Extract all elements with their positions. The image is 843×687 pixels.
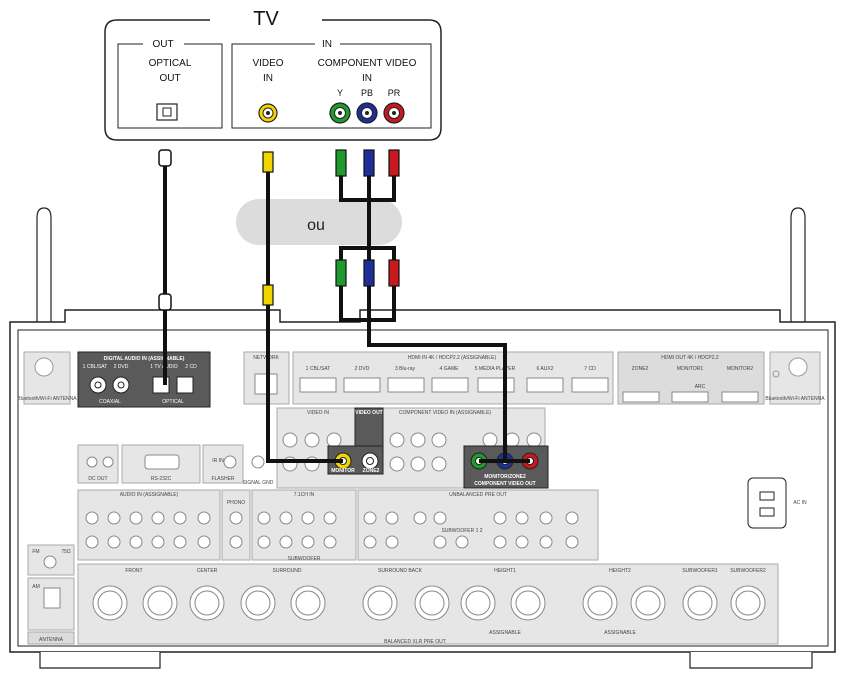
optical-label-1: OPTICAL: [149, 58, 192, 69]
antenna-right: [790, 207, 806, 351]
pr-label: PR: [388, 88, 401, 98]
hdmi-out-label: HDMI OUT 4K / HDCP2.2: [661, 355, 719, 361]
unbalanced-pre-out-label: UNBALANCED PRE OUT: [449, 492, 507, 498]
hdmi-in-5: 5 MEDIA PLAYER: [475, 366, 516, 372]
video-in-jacks: [282, 432, 542, 472]
zone2-label: ZONE2: [363, 468, 380, 474]
tv-title: TV: [253, 8, 279, 30]
tv-component-pr-jack: [383, 102, 405, 124]
xlr-height1-label: HEIGHT1: [494, 568, 516, 574]
video-in-label-2: IN: [263, 73, 273, 84]
hdmi-in-7: 7 CD: [584, 366, 596, 372]
video-cable: [262, 151, 343, 463]
video-out-label: VIDEO OUT: [355, 410, 383, 416]
tv-component-y-jack: [329, 102, 351, 124]
hdmi-out-3: MONITOR2: [727, 366, 754, 372]
foot-right: [689, 652, 813, 669]
subwoofer-label: SUBWOOFER: [288, 556, 321, 562]
tv-panel: TV OUT OPTICAL OUT IN VIDEO IN COMPONENT…: [104, 8, 442, 141]
arc-label: ARC: [695, 384, 706, 390]
hdmi-in-2: 2 DVD: [355, 366, 370, 372]
antenna-label: ANTENNA: [39, 637, 64, 643]
pb-label: PB: [361, 88, 373, 98]
optical-label-2: OUT: [159, 73, 180, 84]
antenna-left: [36, 207, 52, 351]
foot-left: [39, 652, 161, 669]
hdmi-in-3: 3 Blu-ray: [395, 366, 416, 372]
hdmi-in-6: 6 AUX2: [537, 366, 554, 372]
audio-in-label: AUDIO IN (ASSIGNABLE): [120, 492, 179, 498]
xlr-center-label: CENTER: [197, 568, 218, 574]
monitor-label: MONITOR: [331, 468, 355, 474]
hdmi-in-ports: 1 CBL/SAT 2 DVD 3 Blu-ray 4 GAME 5 MEDIA…: [299, 366, 609, 393]
flasher-label: FLASHER: [211, 476, 234, 482]
rca-jacks-grid: [85, 511, 579, 549]
xlr-connectors: [92, 585, 766, 621]
ac-in-label: AC IN: [793, 500, 807, 506]
optical-port-label: OPTICAL: [162, 399, 184, 405]
video-in-label-1: VIDEO: [252, 58, 283, 69]
separator-text: ou: [307, 217, 325, 234]
ir-in-label: IR IN: [212, 458, 224, 464]
digital-audio-in-panel: DIGITAL AUDIO IN (ASSIGNABLE) 1 CBL/SAT …: [77, 351, 211, 408]
balanced-xlr-pre-out-label: BALANCED XLR PRE OUT: [384, 639, 446, 645]
receiver-rear-panel: Bluetooth/Wi-Fi ANTENNA Bluetooth/Wi-Fi …: [9, 207, 836, 669]
video-in-receiver-label: VIDEO IN: [307, 410, 329, 416]
component-video-in-label: COMPONENT VIDEO IN (ASSIGNABLE): [399, 410, 491, 416]
in-group-label: IN: [322, 39, 332, 50]
component-label-2: IN: [362, 73, 372, 84]
optical-cable: [158, 149, 172, 385]
fm-ohm-label: 75Ω: [61, 549, 71, 555]
component-cable: [335, 149, 530, 463]
digital-in-2: 2 DVD: [114, 364, 129, 370]
dc-out-label: DC OUT: [88, 476, 107, 482]
phono-label: PHONO: [227, 500, 245, 506]
hdmi-out-1: ZONE2: [632, 366, 649, 372]
tv-video-in-jack: [258, 103, 278, 123]
antenna-right-label: Bluetooth/Wi-Fi ANTENNA: [765, 396, 825, 402]
out-group-label: OUT: [152, 39, 173, 50]
component-video-out-label: COMPONENT VIDEO OUT: [474, 481, 535, 487]
hdmi-in-label: HDMI IN 4K / HDCP2.2 (ASSIGNABLE): [408, 355, 497, 361]
rs232c-label: RS-232C: [151, 476, 172, 482]
hdmi-out-2: MONITOR1: [677, 366, 704, 372]
assignable-label-1: ASSIGNABLE: [489, 630, 521, 636]
component-label-1: COMPONENT VIDEO: [318, 58, 417, 69]
subwoofer12-label: SUBWOOFER 1 2: [441, 528, 482, 534]
hdmi-in-4: 4 GAME: [440, 366, 460, 372]
assignable-label-2: ASSIGNABLE: [604, 630, 636, 636]
signal-gnd-label: SIGNAL GND: [243, 480, 274, 486]
monitor-zone2-label: MONITOR/ZONE2: [484, 474, 526, 480]
digital-in-4: 2 CD: [185, 364, 197, 370]
hdmi-in-1: 1 CBL/SAT: [306, 366, 331, 372]
alternative-separator: [236, 199, 402, 245]
fm-label: FM: [32, 549, 39, 555]
xlr-subwoofer1-label: SUBWOOFER1: [682, 568, 718, 574]
y-label: Y: [337, 88, 343, 98]
xlr-front-label: FRONT: [125, 568, 142, 574]
am-label: AM: [32, 584, 40, 590]
xlr-surround-label: SURROUND: [273, 568, 302, 574]
tv-component-pb-jack: [356, 102, 378, 124]
coaxial-label: COAXIAL: [99, 399, 121, 405]
xlr-height2-label: HEIGHT2: [609, 568, 631, 574]
ch71-in-label: 7.1CH IN: [294, 492, 315, 498]
digital-in-1: 1 CBL/SAT: [83, 364, 108, 370]
antenna-left-label: Bluetooth/Wi-Fi ANTENNA: [17, 396, 77, 402]
xlr-surround-back-label: SURROUND BACK: [378, 568, 423, 574]
digital-audio-in-label: DIGITAL AUDIO IN (ASSIGNABLE): [104, 356, 185, 362]
xlr-subwoofer2-label: SUBWOOFER2: [730, 568, 766, 574]
